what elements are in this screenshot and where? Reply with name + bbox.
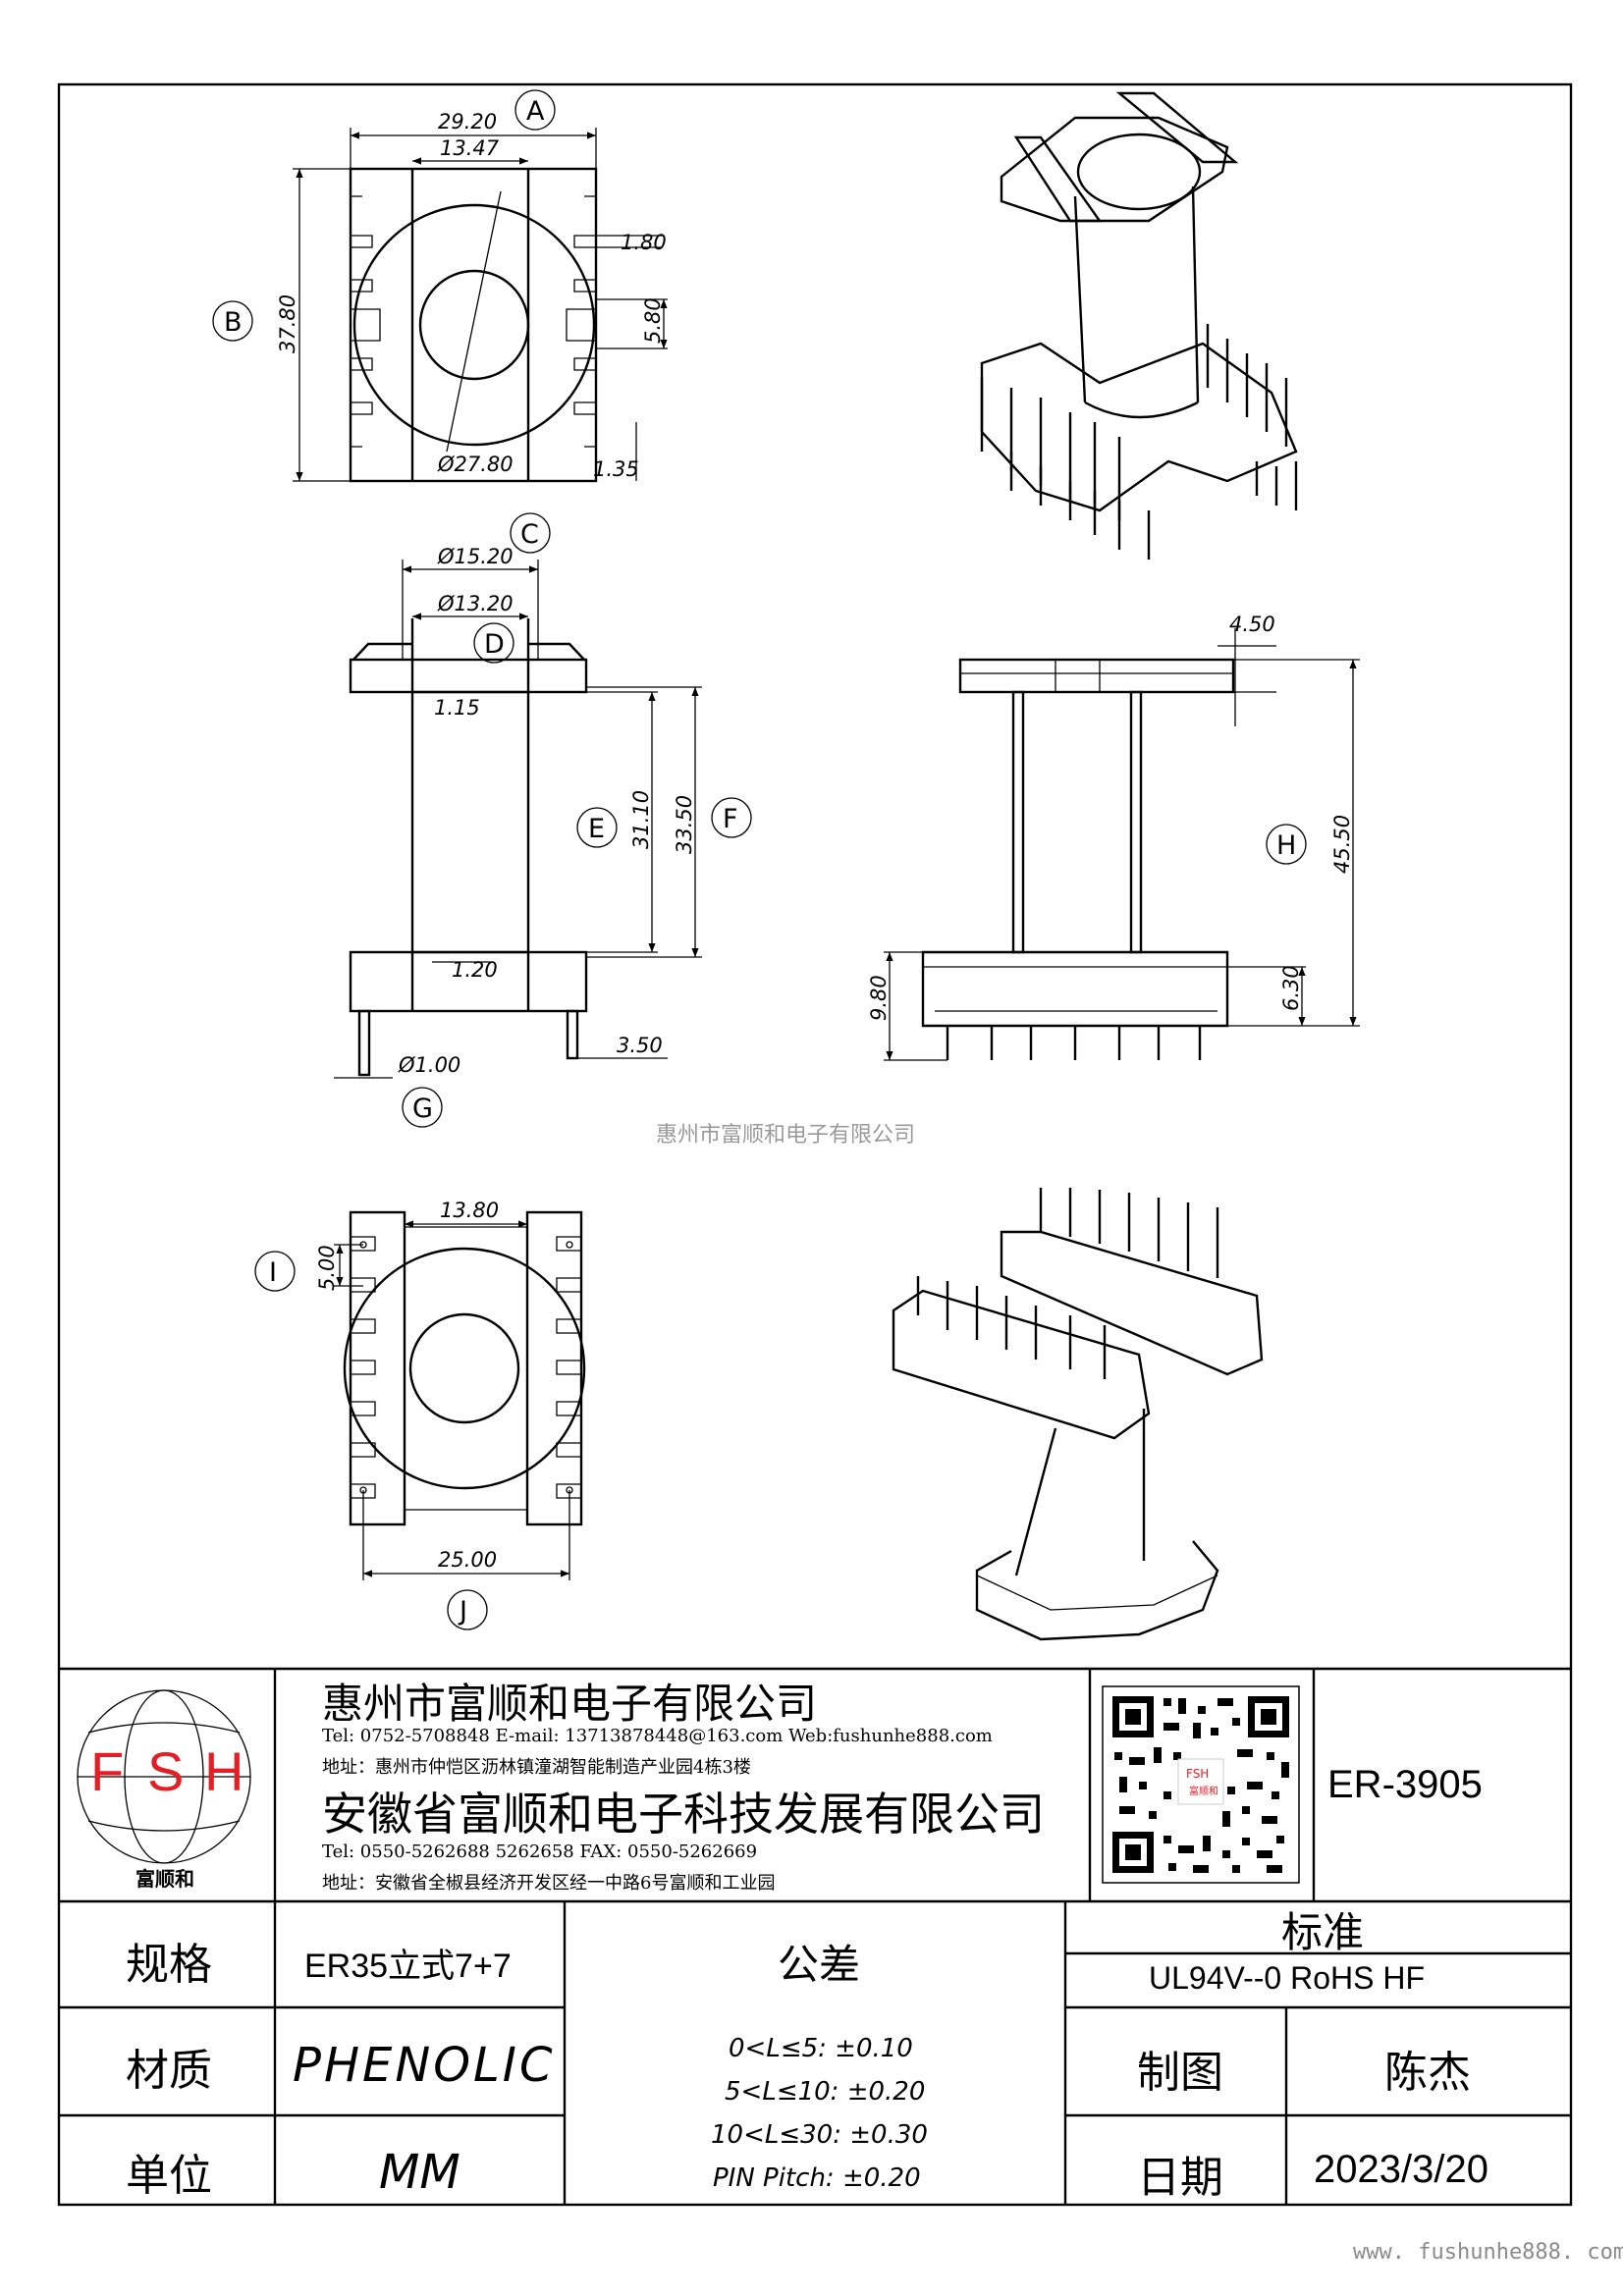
dim-25-00: 25.00	[438, 1548, 497, 1572]
isometric-view-top	[980, 91, 1298, 560]
footer-url: www. fushunhe888. com	[1353, 2240, 1623, 2265]
dim-13-80: 13.80	[440, 1199, 499, 1222]
date-label: 日期	[1137, 2153, 1223, 2203]
logo-caption: 富顺和	[135, 1867, 194, 1891]
spec-label: 规格	[126, 1940, 212, 1990]
front-view: 4.50 45.50 9.80 6.30 H	[867, 613, 1360, 1061]
dim-d15-20: Ø15.20	[437, 545, 514, 568]
company-contact-1: Tel: 0752-5708848 E-mail: 13713878448@16…	[322, 1726, 993, 1746]
company-name-2: 安徽省富顺和电子科技发展有限公司	[322, 1788, 1045, 1841]
company-address-2: 地址：安徽省全椒县经济开发区经一中路6号富顺和工业园	[322, 1873, 776, 1894]
side-view: Ø15.20 Ø13.20 1.15 31.10 33.50 1.20 3.50…	[334, 512, 752, 1128]
label-D: D	[484, 629, 505, 660]
date-value: 2023/3/20	[1314, 2148, 1488, 2191]
spec-value: ER35立式7+7	[304, 1948, 512, 1985]
drawing-border	[57, 82, 1573, 2207]
tolerance-2: 5<L≤10: ±0.20	[725, 2077, 926, 2107]
qr-caption: FSH	[1186, 1767, 1210, 1781]
qr-caption-sub: 富顺和	[1189, 1787, 1218, 1797]
dim-37-80: 37.80	[276, 294, 299, 353]
dim-5-00: 5.00	[315, 1245, 339, 1291]
tolerance-label: 公差	[778, 1941, 861, 1989]
isometric-view-bottom	[892, 1188, 1264, 1641]
label-G: G	[412, 1094, 433, 1124]
label-A: A	[526, 96, 545, 127]
tolerance-1: 0<L≤5: ±0.10	[729, 2034, 913, 2063]
part-number: ER-3905	[1327, 1763, 1483, 1806]
drawn-label: 制图	[1137, 2048, 1223, 2098]
unit-label: 单位	[126, 2151, 212, 2201]
company-name-1: 惠州市富顺和电子有限公司	[322, 1680, 818, 1728]
company-contact-2: Tel: 0550-5262688 5262658 FAX: 0550-5262…	[322, 1842, 758, 1862]
dim-33-50: 33.50	[673, 795, 696, 854]
watermark: 惠州市富顺和电子有限公司	[656, 1123, 916, 1148]
company-address-1: 地址：惠州市仲恺区沥林镇潼湖智能制造产业园4栋3楼	[322, 1757, 751, 1778]
tolerance-3: 10<L≤30: ±0.30	[711, 2120, 928, 2150]
label-B: B	[224, 307, 243, 338]
label-C: C	[520, 519, 539, 550]
standard-value: UL94V--0 RoHS HF	[1149, 1960, 1425, 1996]
dim-d27-80: Ø27.80	[437, 453, 514, 476]
dim-29-20: 29.20	[438, 110, 497, 133]
dim-1-15: 1.15	[434, 696, 480, 720]
unit-value: MM	[379, 2145, 460, 2200]
logo-letter-h: H	[204, 1740, 244, 1802]
dim-1-80: 1.80	[621, 231, 667, 254]
material-label: 材质	[126, 2046, 212, 2096]
logo-letter-s: S	[147, 1740, 185, 1802]
top-view: 29.20 13.47 37.80 1.80 5.80 1.35 Ø27.80 …	[212, 89, 668, 483]
label-F: F	[723, 804, 738, 834]
title-block	[59, 1667, 1571, 2205]
bottom-view: 13.80 5.00 25.00 I J	[254, 1199, 586, 1630]
label-E: E	[588, 814, 605, 844]
dim-1-20: 1.20	[452, 958, 498, 982]
dim-4-50: 4.50	[1229, 613, 1275, 636]
dim-3-50: 3.50	[617, 1034, 663, 1057]
logo-letter-f: F	[90, 1740, 125, 1802]
dim-45-50: 45.50	[1330, 815, 1354, 874]
dim-d13-20: Ø13.20	[437, 592, 514, 615]
dim-1-35: 1.35	[593, 457, 639, 481]
material-value: PHENOLIC	[293, 2038, 556, 2093]
standard-label: 标准	[1281, 1908, 1365, 1956]
dim-9-80: 9.80	[867, 975, 891, 1021]
dim-31-10: 31.10	[629, 790, 653, 849]
dim-5-80: 5.80	[641, 297, 665, 344]
label-J: J	[458, 1596, 467, 1627]
dim-6-30: 6.30	[1279, 965, 1303, 1011]
label-I: I	[269, 1257, 277, 1288]
tolerance-4: PIN Pitch: ±0.20	[713, 2163, 921, 2193]
dim-13-47: 13.47	[440, 136, 500, 160]
dim-d1-00: Ø1.00	[398, 1053, 460, 1077]
label-H: H	[1276, 830, 1296, 861]
drawn-value: 陈杰	[1384, 2048, 1471, 2098]
